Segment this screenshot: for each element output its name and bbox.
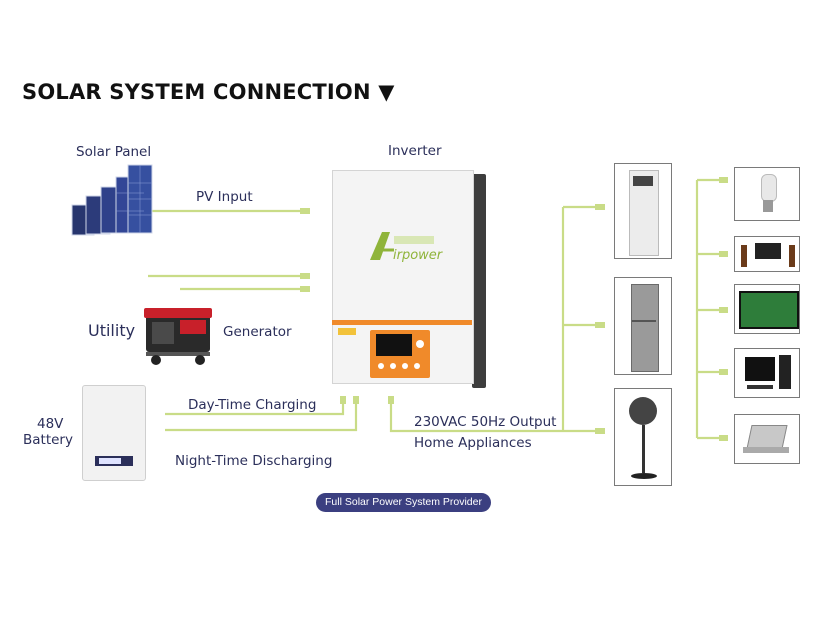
- battery-label: Battery: [23, 432, 73, 448]
- refrigerator-icon: [614, 277, 672, 375]
- fan-icon: [614, 388, 672, 486]
- charging-wire: [165, 400, 345, 416]
- inverter-unit: irpower: [332, 170, 488, 390]
- home-appliances-label: Home Appliances: [414, 435, 532, 451]
- laptop-icon: [734, 414, 800, 464]
- television-icon: [734, 284, 800, 334]
- battery-icon: [82, 385, 146, 481]
- page-title: SOLAR SYSTEM CONNECTION ▼: [22, 80, 395, 104]
- generator-label: Generator: [223, 324, 292, 340]
- night-time-discharging-label: Night-Time Discharging: [175, 453, 333, 469]
- inverter-display: [370, 330, 430, 378]
- inverter-label: Inverter: [388, 143, 442, 159]
- output-wire: [389, 400, 598, 433]
- airpower-logo-icon: irpower: [370, 232, 444, 263]
- discharging-wire: [165, 400, 358, 432]
- light-bulb-icon: [734, 167, 800, 221]
- home-theater-icon: [734, 236, 800, 272]
- air-conditioner-icon: [614, 163, 672, 259]
- solar-panel-icon: [71, 164, 153, 236]
- generator-icon: [144, 308, 212, 365]
- appliance-bus-left: [561, 205, 598, 431]
- solar-panel-label: Solar Panel: [76, 144, 152, 160]
- output-label: 230VAC 50Hz Output: [414, 414, 557, 430]
- battery-voltage-label: 48V: [37, 416, 64, 432]
- day-time-charging-label: Day-Time Charging: [188, 397, 317, 413]
- pv-input-label: PV Input: [196, 189, 253, 205]
- svg-text:irpower: irpower: [393, 248, 444, 263]
- provider-badge: Full Solar Power System Provider: [316, 493, 491, 512]
- appliance-bus-right: [695, 178, 722, 440]
- desktop-computer-icon: [734, 348, 800, 398]
- utility-label: Utility: [88, 321, 136, 340]
